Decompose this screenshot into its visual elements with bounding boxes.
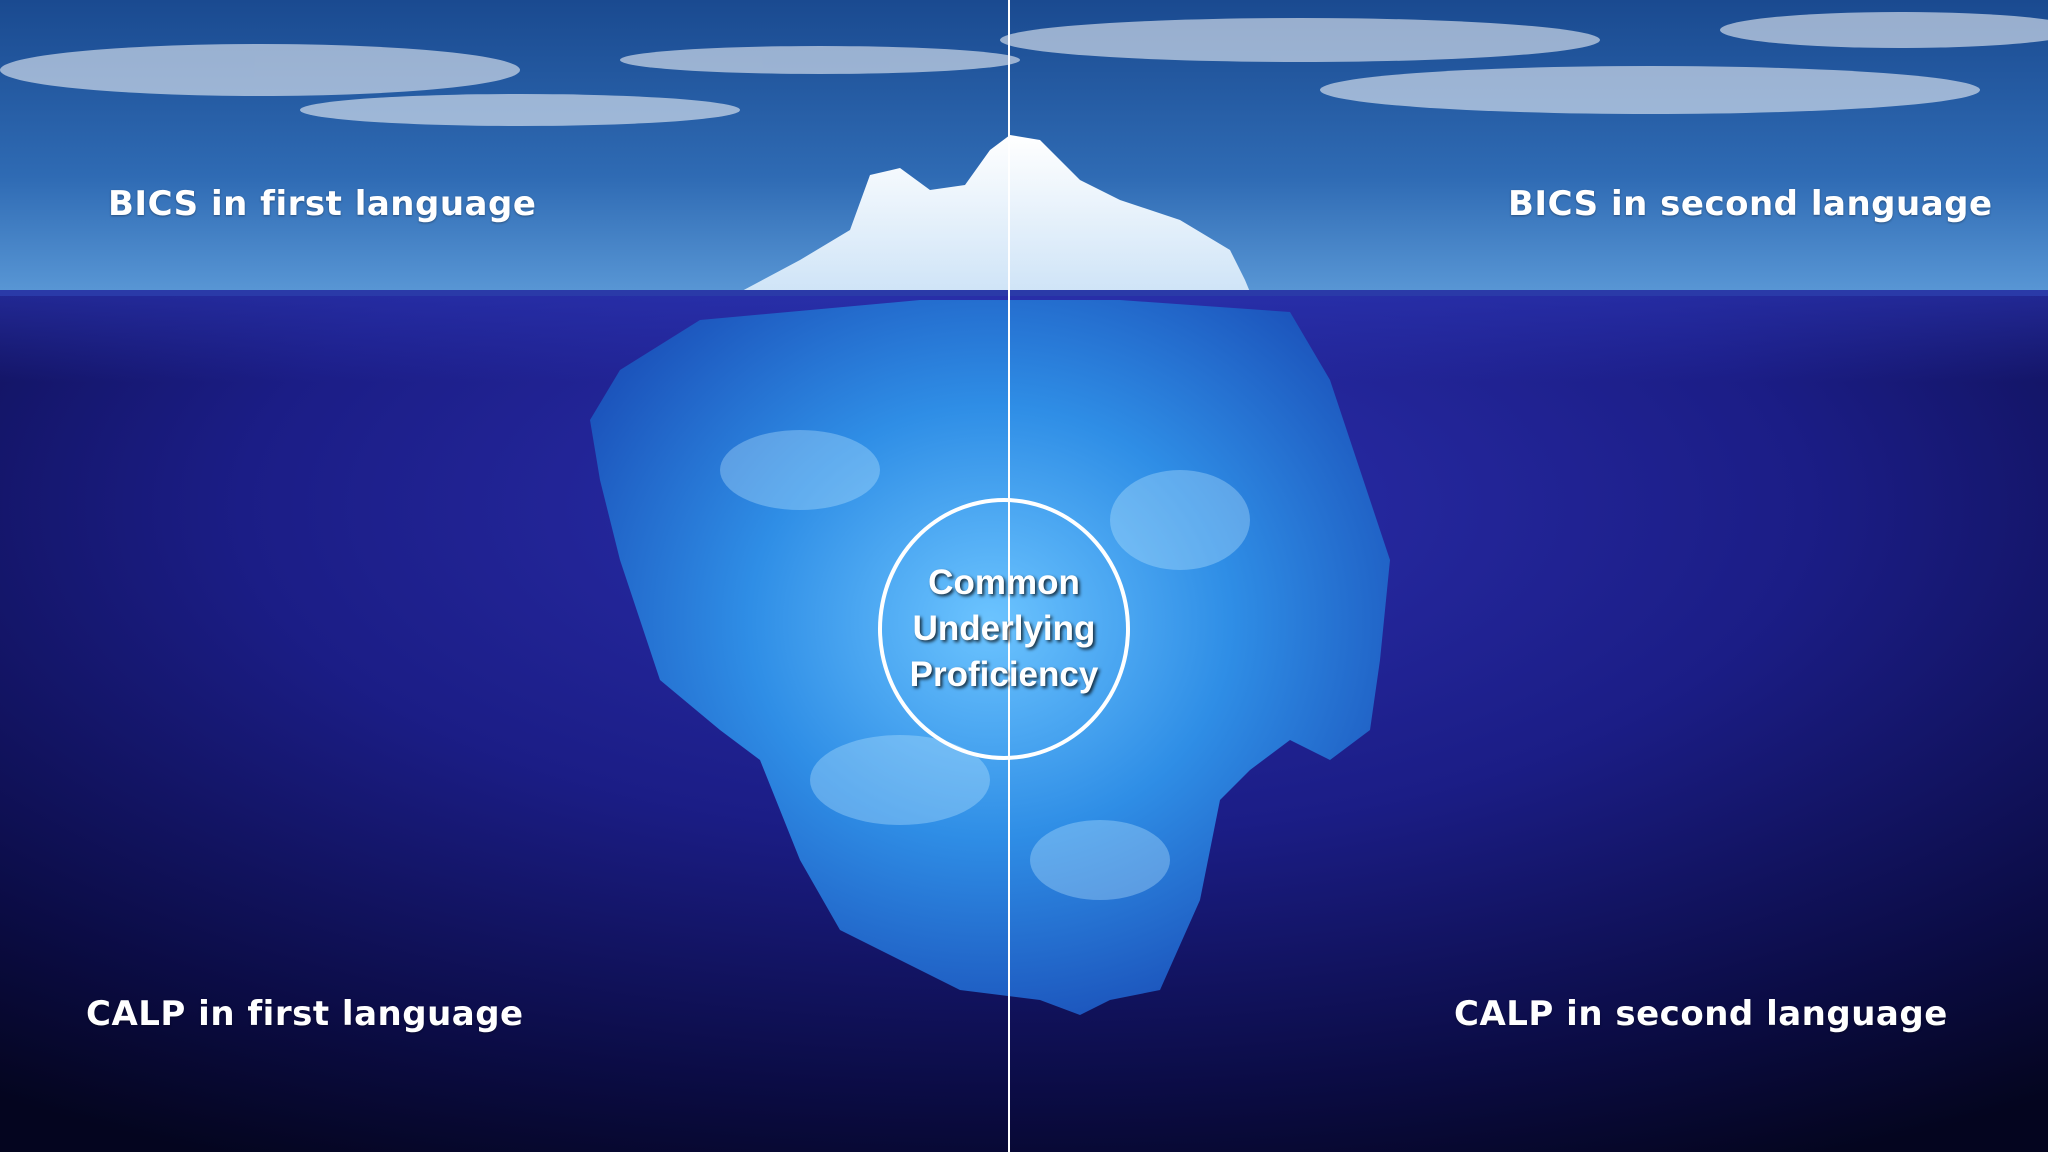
calp-first-language-label: CALP in first language bbox=[86, 994, 524, 1034]
bics-second-language-label: BICS in second language bbox=[1508, 184, 1993, 224]
cup-line-3: Proficiency bbox=[909, 655, 1099, 694]
iceberg-tip bbox=[740, 135, 1250, 292]
horizon bbox=[0, 290, 2048, 296]
bics-first-language-label: BICS in first language bbox=[108, 184, 537, 224]
cup-line-1: Common bbox=[928, 563, 1080, 602]
calp-second-language-label: CALP in second language bbox=[1454, 994, 1948, 1034]
cup-line-2: Underlying bbox=[912, 609, 1096, 648]
clouds bbox=[0, 12, 2048, 126]
common-underlying-proficiency-circle: Common Underlying Proficiency bbox=[878, 498, 1130, 760]
ice-highlights bbox=[720, 430, 1250, 900]
